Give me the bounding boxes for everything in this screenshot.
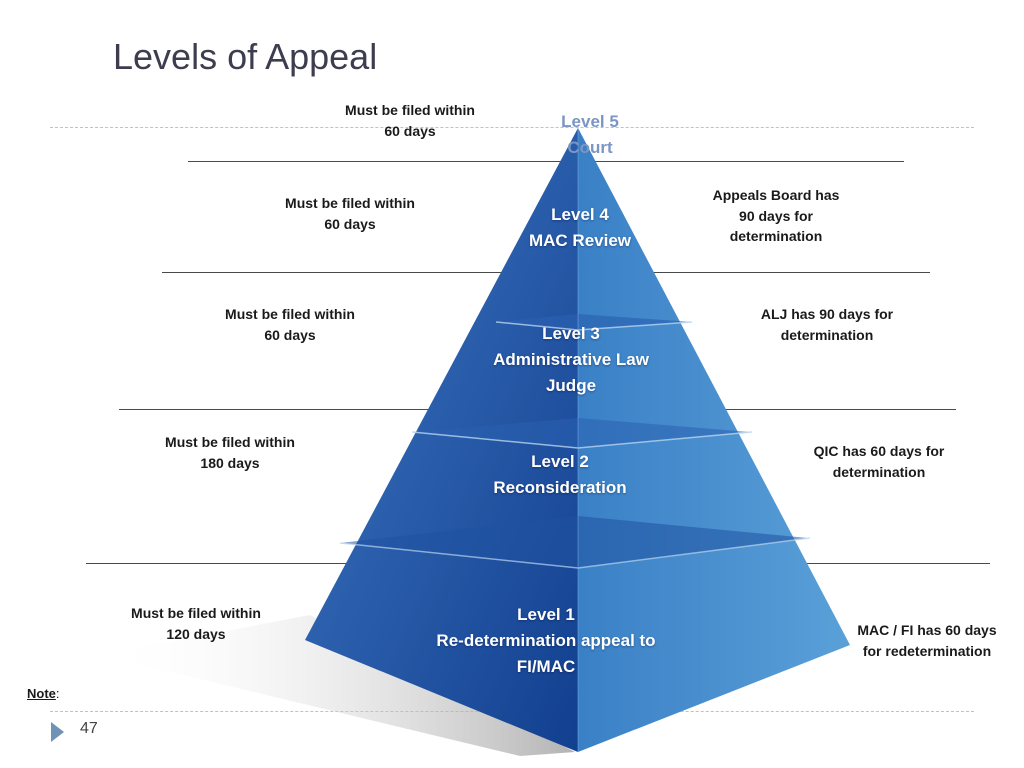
filing-note-level-1: Must be filed within 120 days (131, 605, 261, 642)
level-3-label: Level 3 Administrative Law Judge (493, 324, 649, 395)
pyramid-shadow (100, 615, 575, 756)
determination-note-level-2: QIC has 60 days for determination (813, 443, 945, 480)
determination-note-level-3: ALJ has 90 days for determination (760, 306, 894, 343)
slide-title: Levels of Appeal (113, 36, 378, 77)
filing-note-level-4: Must be filed within 60 days (285, 195, 415, 232)
level-5-label: Level 5 Court (561, 112, 619, 157)
tier-band-4-5 (496, 314, 692, 330)
separator-line-1 (188, 161, 904, 162)
note-label: Note: (27, 686, 60, 701)
pyramid-left-face (305, 128, 578, 752)
filing-note-level-5: Must be filed within 60 days (345, 102, 475, 139)
level-2-label: Level 2 Reconsideration (493, 452, 627, 497)
top-dashed-divider (50, 127, 974, 128)
filing-note-level-3: Must be filed within 60 days (225, 306, 355, 343)
note-label-text: Note (27, 686, 56, 701)
level-4-label: Level 4 MAC Review (528, 205, 632, 250)
play-triangle-icon (51, 722, 64, 742)
determination-note-level-1: MAC / FI has 60 days for redetermination (857, 622, 997, 659)
pyramid-right-face (578, 128, 850, 752)
page-number: 47 (80, 720, 98, 737)
level-1-label: Level 1 Re-determination appeal to FI/MA… (436, 605, 656, 676)
tier-band-3-4 (412, 418, 750, 448)
note-label-colon: : (55, 686, 60, 701)
determination-note-level-4: Appeals Board has 90 days for determinat… (712, 187, 840, 244)
filing-note-level-2: Must be filed within 180 days (165, 434, 295, 471)
